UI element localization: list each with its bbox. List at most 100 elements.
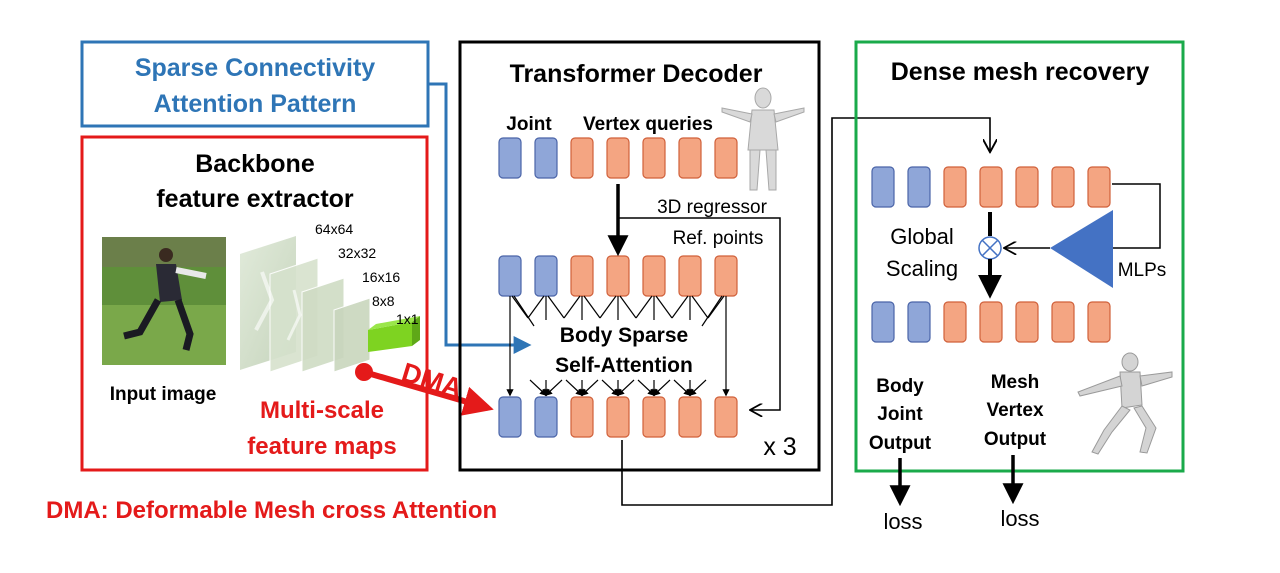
posed-mesh-figure xyxy=(1077,352,1173,455)
joint-label: Joint xyxy=(506,114,552,135)
attention-edge xyxy=(511,295,529,319)
dense-row2-vertex-token xyxy=(943,301,967,343)
decoder-to-dense-connector xyxy=(621,117,990,506)
mlp-triangle xyxy=(1050,210,1113,288)
vertex-queries-label: Vertex queries xyxy=(583,114,713,135)
attention-edge xyxy=(563,295,581,319)
decoder-row2-vertex-token xyxy=(570,255,594,297)
dense-row1-vertex-token xyxy=(1087,166,1111,208)
decoder-row3-vertex-token xyxy=(570,396,594,438)
sparse-box-line2: Attention Pattern xyxy=(154,90,357,118)
multiply-mark-b xyxy=(981,239,999,257)
dma-definition: DMA: Deformable Mesh cross Attention xyxy=(46,497,497,524)
scale-label-16: 16x16 xyxy=(362,269,400,285)
attention-edge xyxy=(565,379,584,396)
dense-row2-joint-token xyxy=(871,301,895,343)
attention-edge xyxy=(688,379,707,396)
sparse-attention-box xyxy=(80,40,430,128)
attention-edge xyxy=(707,295,725,319)
scale-label-1: 1x1 xyxy=(396,311,419,327)
dense-row2-vertex-token xyxy=(1087,301,1111,343)
input-image xyxy=(102,237,226,365)
attention-edge xyxy=(599,295,617,319)
attention-edge xyxy=(655,295,673,319)
joint-output-line3: Output xyxy=(869,433,932,454)
scale-label-32: 32x32 xyxy=(338,245,376,261)
attention-edge xyxy=(544,379,563,396)
dense-row1-vertex-token xyxy=(1051,166,1075,208)
attention-edge xyxy=(652,379,671,396)
global-scaling-line2: Scaling xyxy=(886,256,958,281)
attention-edge xyxy=(580,379,599,396)
decoder-row1-joint-token xyxy=(534,137,558,179)
dense-row2-joint-token xyxy=(907,301,931,343)
decoder-row3-joint-token xyxy=(534,396,558,438)
attention-edge xyxy=(527,295,545,319)
attention-edge xyxy=(547,295,565,319)
sparse-box-line1: Sparse Connectivity xyxy=(135,54,375,82)
dense-row1-vertex-token xyxy=(979,166,1003,208)
vertex-output-line2: Vertex xyxy=(986,400,1043,421)
decoder-row1-vertex-token xyxy=(642,137,666,179)
attention-edge xyxy=(701,295,723,327)
attention-edge xyxy=(619,295,637,319)
decoder-row1-vertex-token xyxy=(570,137,594,179)
decoder-row2-joint-token xyxy=(534,255,558,297)
input-image-label: Input image xyxy=(110,384,217,405)
decoder-row1-joint-token xyxy=(498,137,522,179)
sparse-connector-arrow xyxy=(428,82,532,354)
regressor-arrow xyxy=(618,217,781,410)
vertex-output-line1: Mesh xyxy=(991,372,1040,393)
tpose-mesh-figure xyxy=(721,87,805,191)
regressor-label: 3D regressor xyxy=(657,197,767,218)
repeat-label: x 3 xyxy=(763,433,796,461)
joint-output-line2: Joint xyxy=(877,404,923,425)
decoder-row2-vertex-token xyxy=(714,255,738,297)
dense-row2-vertex-token xyxy=(1051,301,1075,343)
multiscale-label-line2: feature maps xyxy=(247,433,396,460)
scale-label-64: 64x64 xyxy=(315,221,353,237)
transformer-decoder-box xyxy=(458,40,821,472)
backbone-title-line2: feature extractor xyxy=(156,185,354,213)
loss-label-1: loss xyxy=(883,509,922,534)
multiscale-label-line1: Multi-scale xyxy=(260,397,384,424)
dma-arrow xyxy=(363,369,494,416)
attention-edge xyxy=(671,295,689,319)
backbone-title-line1: Backbone xyxy=(195,150,315,178)
dense-row1-joint-token xyxy=(871,166,895,208)
mlp-label: MLPs xyxy=(1118,260,1167,281)
attention-edge xyxy=(513,295,535,327)
feature-maps-stack xyxy=(240,236,420,373)
dense-row2-vertex-token xyxy=(1015,301,1039,343)
decoder-row1-vertex-token xyxy=(606,137,630,179)
attention-edge xyxy=(583,295,601,319)
attention-edge xyxy=(601,379,620,396)
decoder-row2-vertex-token xyxy=(642,255,666,297)
attention-edge xyxy=(637,379,656,396)
global-scaling-line1: Global xyxy=(890,224,954,249)
attention-edge xyxy=(616,379,635,396)
decoder-row3-joint-token xyxy=(498,396,522,438)
attention-edge xyxy=(529,379,548,396)
attention-line1: Body Sparse xyxy=(560,324,688,347)
decoder-row2-vertex-token xyxy=(606,255,630,297)
attention-line2: Self-Attention xyxy=(555,354,693,377)
decoder-row3-vertex-token xyxy=(678,396,702,438)
attention-edge xyxy=(673,379,692,396)
dense-row1-vertex-token xyxy=(1015,166,1039,208)
decoder-title: Transformer Decoder xyxy=(510,60,763,88)
vertex-output-line3: Output xyxy=(984,429,1047,450)
mlp-feedback-line xyxy=(1112,183,1161,249)
decoder-row3-vertex-token xyxy=(714,396,738,438)
decoder-row2-vertex-token xyxy=(678,255,702,297)
attention-edge xyxy=(635,295,653,319)
dense-row2-vertex-token xyxy=(979,301,1003,343)
attention-edge xyxy=(691,295,709,319)
decoder-row3-vertex-token xyxy=(606,396,630,438)
decoder-row1-vertex-token xyxy=(678,137,702,179)
decoder-row2-joint-token xyxy=(498,255,522,297)
dense-title: Dense mesh recovery xyxy=(891,58,1150,86)
decoder-row3-vertex-token xyxy=(642,396,666,438)
